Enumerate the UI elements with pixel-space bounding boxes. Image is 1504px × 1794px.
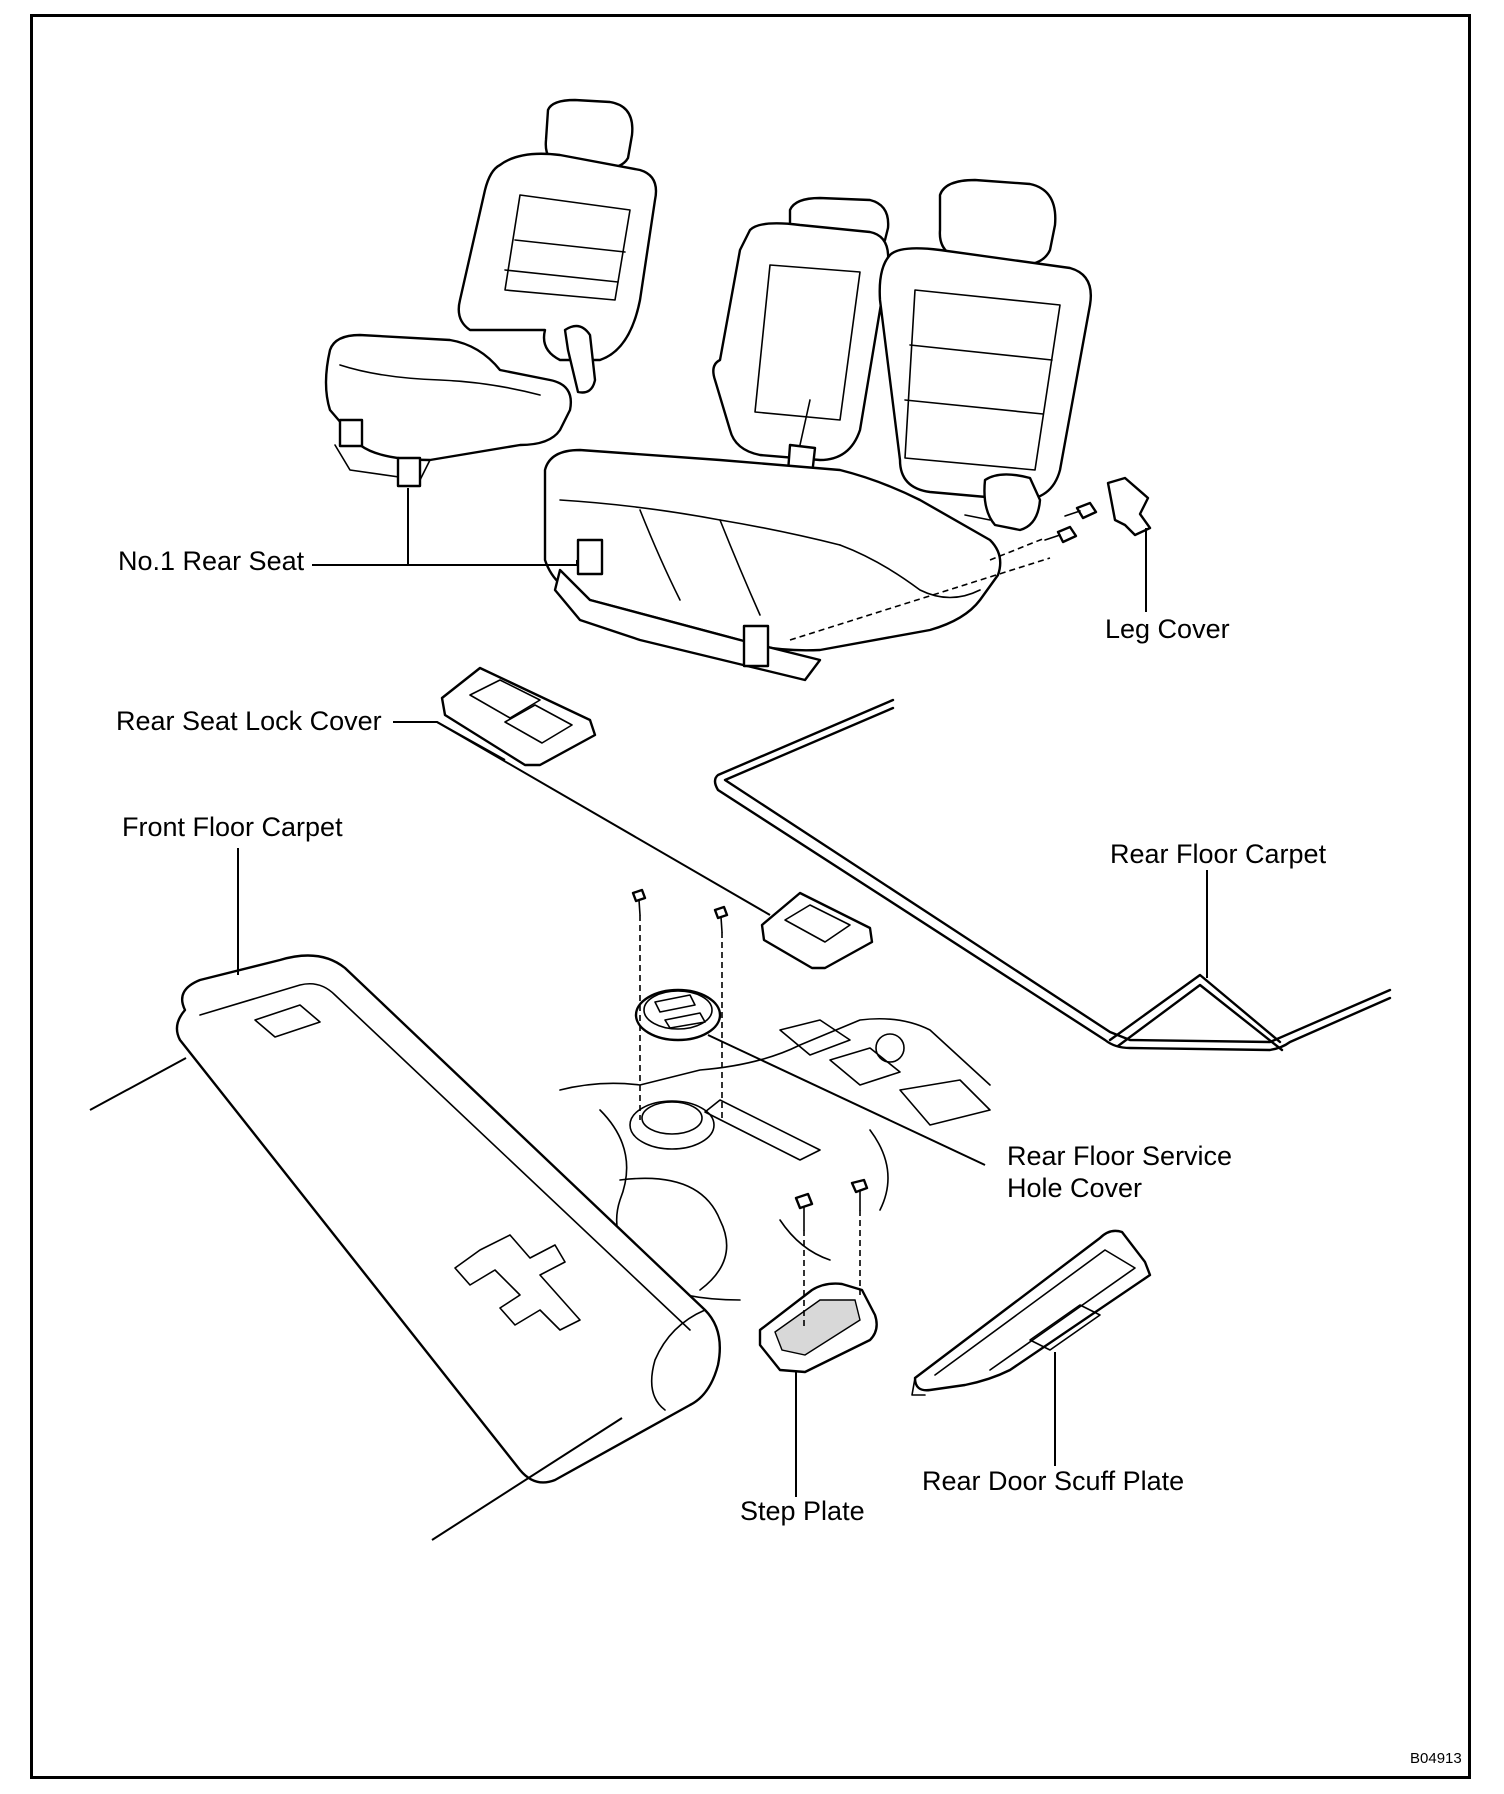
label-rear-floor-service-line2: Hole Cover xyxy=(1007,1173,1143,1203)
rear-floor-carpet-outline xyxy=(713,698,1392,1052)
right-rear-seat xyxy=(543,178,1092,682)
label-rear-seat-lock-cover: Rear Seat Lock Cover xyxy=(116,706,382,736)
label-rear-door-scuff-plate: Rear Door Scuff Plate xyxy=(922,1466,1185,1496)
leader-lines xyxy=(237,488,1208,1497)
label-front-floor-carpet: Front Floor Carpet xyxy=(122,812,343,842)
front-floor-carpet-part xyxy=(89,954,722,1541)
label-rear-floor-carpet: Rear Floor Carpet xyxy=(1110,839,1327,869)
label-step-plate: Step Plate xyxy=(740,1496,865,1526)
step-plate-part xyxy=(758,1178,878,1374)
rear-seat-lock-covers xyxy=(440,666,874,970)
diagram-frame xyxy=(30,14,1471,1779)
label-rear-floor-service-line1: Rear Floor Service xyxy=(1007,1141,1233,1171)
rear-door-scuff-plate-part xyxy=(911,1229,1152,1396)
leg-cover-assembly xyxy=(789,476,1152,641)
figure-code: B04913 xyxy=(1410,1750,1462,1767)
service-hole-cover xyxy=(631,888,729,1120)
label-no1-rear-seat: No.1 Rear Seat xyxy=(118,546,305,576)
label-leg-cover: Leg Cover xyxy=(1105,614,1230,644)
left-rear-seat xyxy=(324,98,658,488)
